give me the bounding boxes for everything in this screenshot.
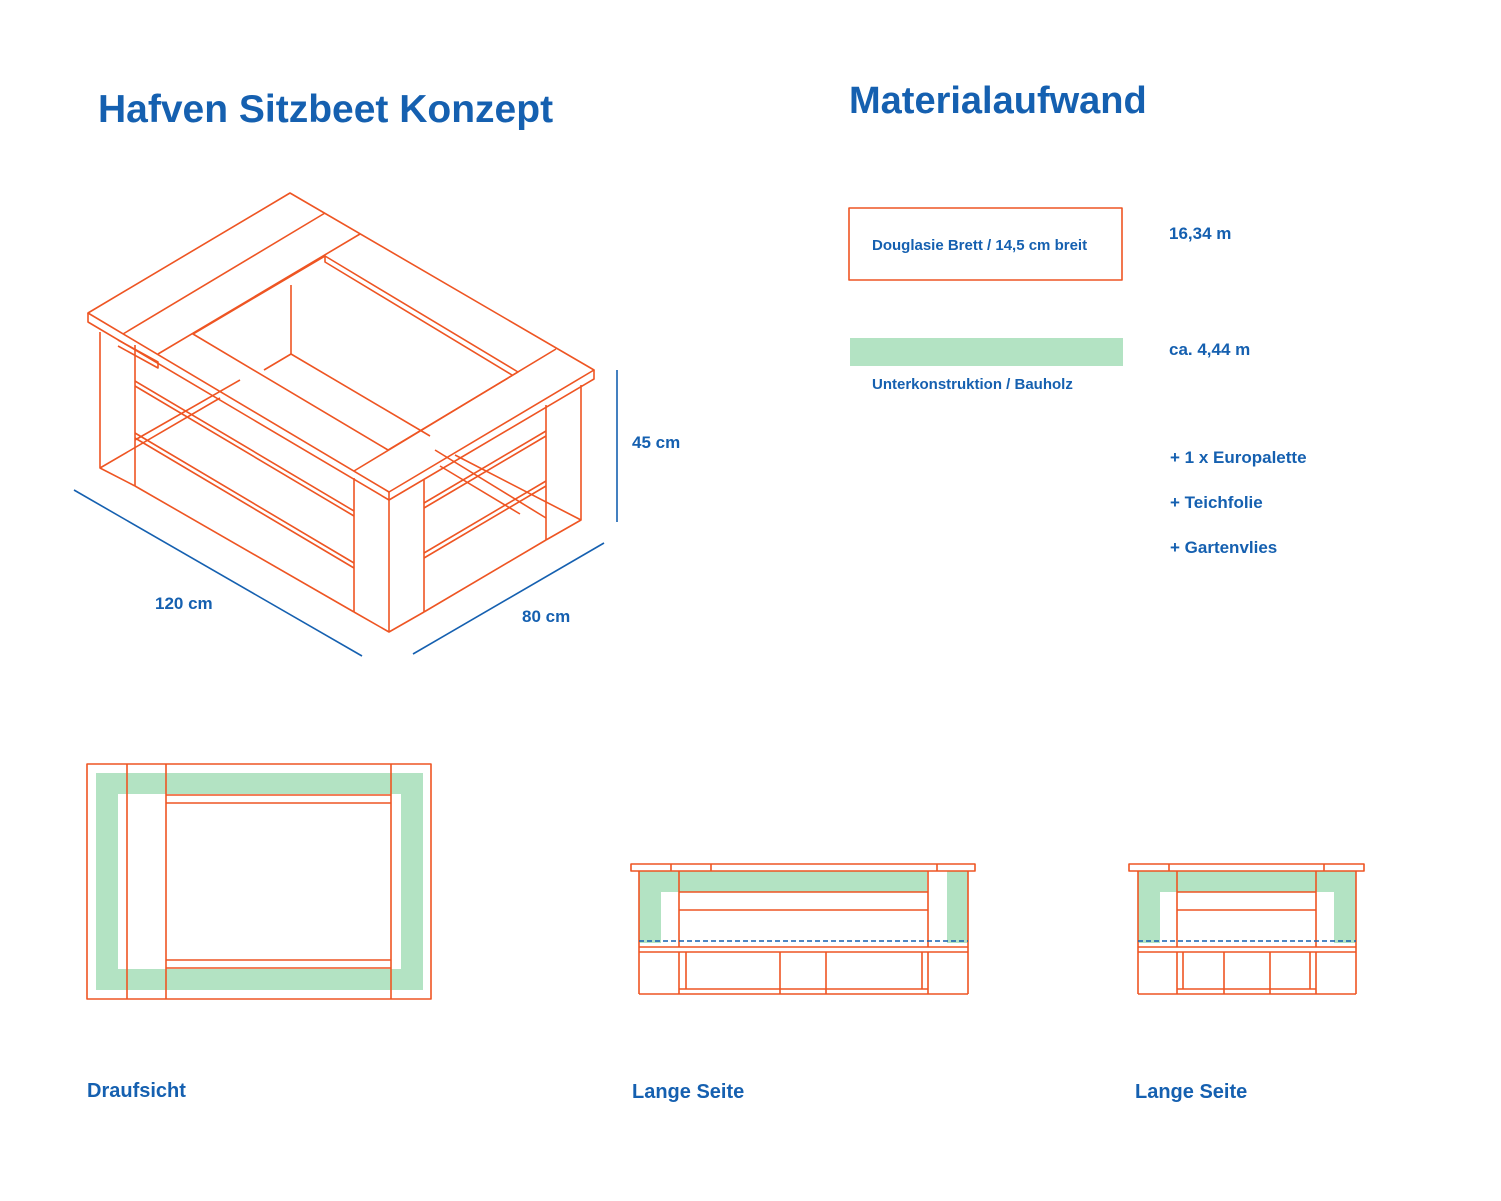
material-heading: Materialaufwand [849,80,1147,122]
top-view [86,763,432,1000]
board-amount: 16,34 m [1169,224,1232,243]
isometric-view [73,192,618,657]
length-label: 120 cm [155,594,213,613]
extra-item: + 1 x Europalette [1170,448,1307,467]
height-label: 45 cm [632,433,681,452]
view-caption-side-2: Lange Seite [1135,1081,1248,1103]
board-swatch [848,207,1123,281]
side-view-2 [1128,863,1365,995]
substructure-swatch [850,338,1123,366]
depth-label: 80 cm [522,607,571,626]
extra-item: + Gartenvlies [1170,538,1278,557]
substructure-amount: ca. 4,44 m [1169,340,1251,359]
extra-item: + Teichfolie [1170,493,1263,512]
substructure-label: Unterkonstruktion / Bauholz [872,376,1073,393]
view-caption-top: Draufsicht [87,1080,186,1102]
side-view-1 [630,863,976,995]
board-label: Douglasie Brett / 14,5 cm breit [872,237,1088,254]
view-caption-side-1: Lange Seite [632,1081,745,1103]
page-title: Hafven Sitzbeet Konzept [98,88,554,131]
